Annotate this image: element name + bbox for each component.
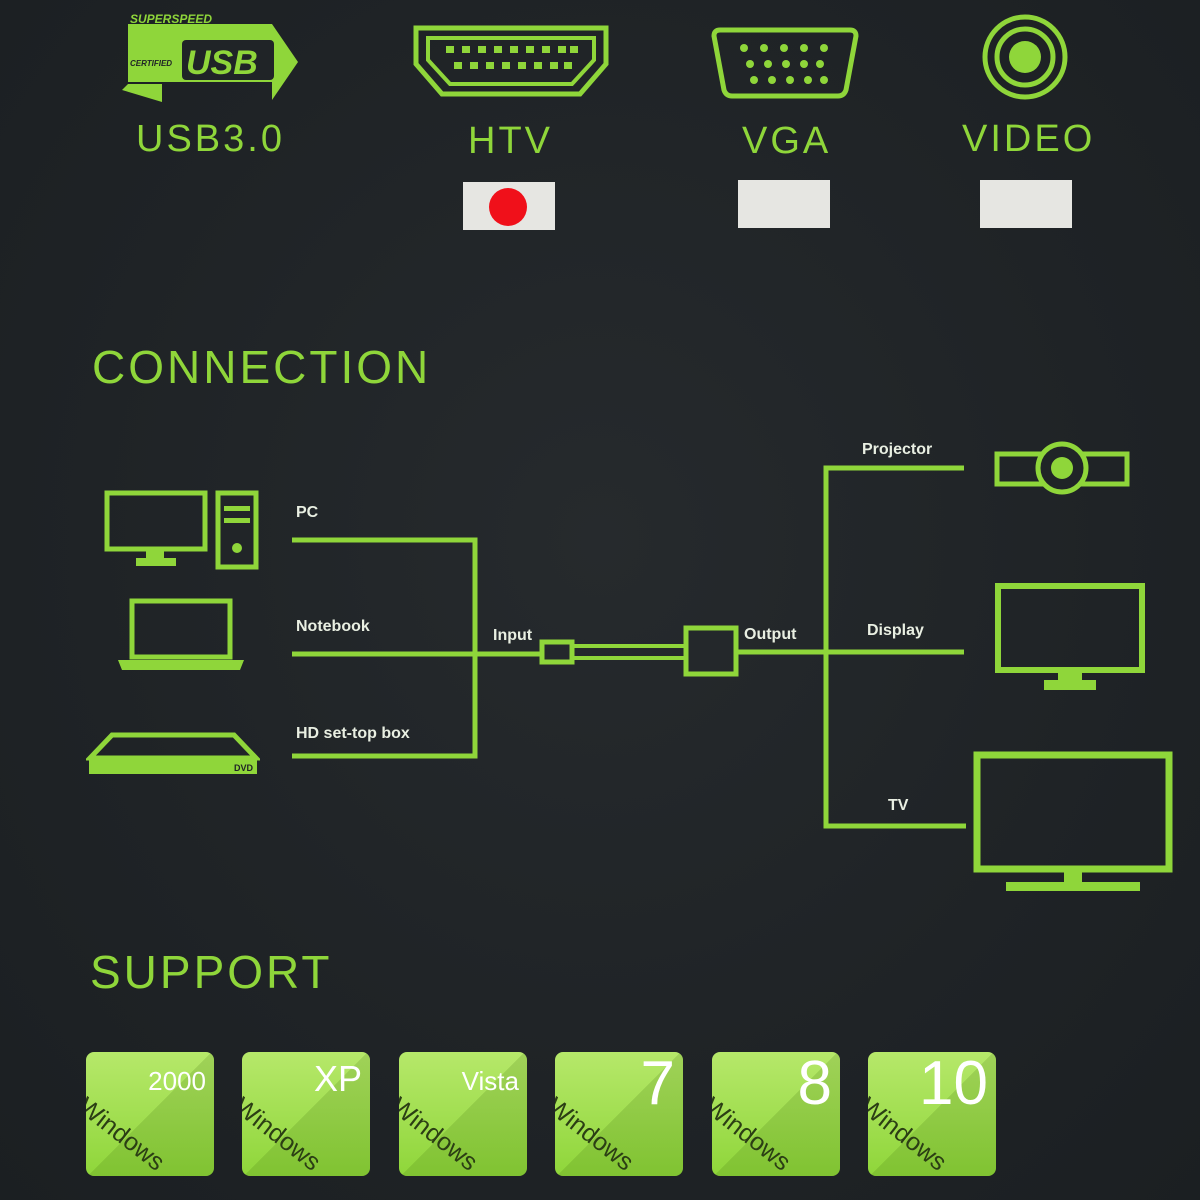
os-version: Vista [461, 1066, 519, 1096]
os-version: 7 [640, 1052, 675, 1118]
dvd-label: DVD [234, 763, 254, 773]
port-selector-vga[interactable] [738, 180, 830, 228]
os-version: 10 [919, 1052, 988, 1118]
set-top-box-icon: DVD [86, 732, 260, 774]
os-tile-windows-10: 10 Windows [868, 1052, 996, 1176]
rca-port-icon [982, 14, 1068, 100]
projector-icon [994, 441, 1130, 495]
vga-port-icon [711, 27, 859, 99]
output-label: Output [744, 626, 797, 643]
port-label-video: VIDEO [962, 118, 1096, 160]
port-label-usb: USB3.0 [136, 118, 285, 160]
support-title: SUPPORT [90, 946, 333, 998]
pc-icon [104, 490, 259, 570]
port-label-vga: VGA [742, 120, 832, 162]
display-icon [995, 583, 1145, 690]
usb-superspeed-logo: SUPERSPEED CERTIFIED USB [122, 12, 298, 102]
output-device-label-tv: TV [888, 797, 909, 814]
input-device-label-settop: HD set-top box [296, 725, 410, 742]
input-device-label-notebook: Notebook [296, 618, 370, 635]
port-selector-video[interactable] [980, 180, 1072, 228]
notebook-icon [118, 598, 244, 670]
connection-title: CONNECTION [92, 341, 432, 393]
os-tile-windows-xp: XP Windows [242, 1052, 370, 1176]
os-tile-windows-8: 8 Windows [712, 1052, 840, 1176]
input-device-label-pc: PC [296, 504, 319, 521]
os-tile-windows-2000: 2000 Windows [86, 1052, 214, 1176]
port-label-hdmi: HTV [468, 120, 553, 162]
selected-indicator-dot [489, 188, 527, 226]
input-label: Input [493, 627, 533, 644]
usb-logo-top-text: SUPERSPEED [130, 12, 212, 26]
usb-logo-small-text: CERTIFIED [130, 59, 172, 68]
output-device-label-projector: Projector [862, 441, 933, 458]
os-version: XP [313, 1058, 362, 1099]
os-tile-windows-7: 7 Windows [555, 1052, 683, 1176]
hdmi-port-icon [413, 25, 609, 97]
tv-icon [973, 751, 1173, 891]
usb-logo-main-text: USB [186, 44, 258, 82]
os-version: 8 [797, 1052, 832, 1118]
port-selector-hdmi[interactable] [463, 182, 555, 230]
output-device-label-display: Display [867, 622, 924, 639]
os-version: 2000 [148, 1066, 206, 1096]
os-tile-windows-vista: Vista Windows [399, 1052, 527, 1176]
